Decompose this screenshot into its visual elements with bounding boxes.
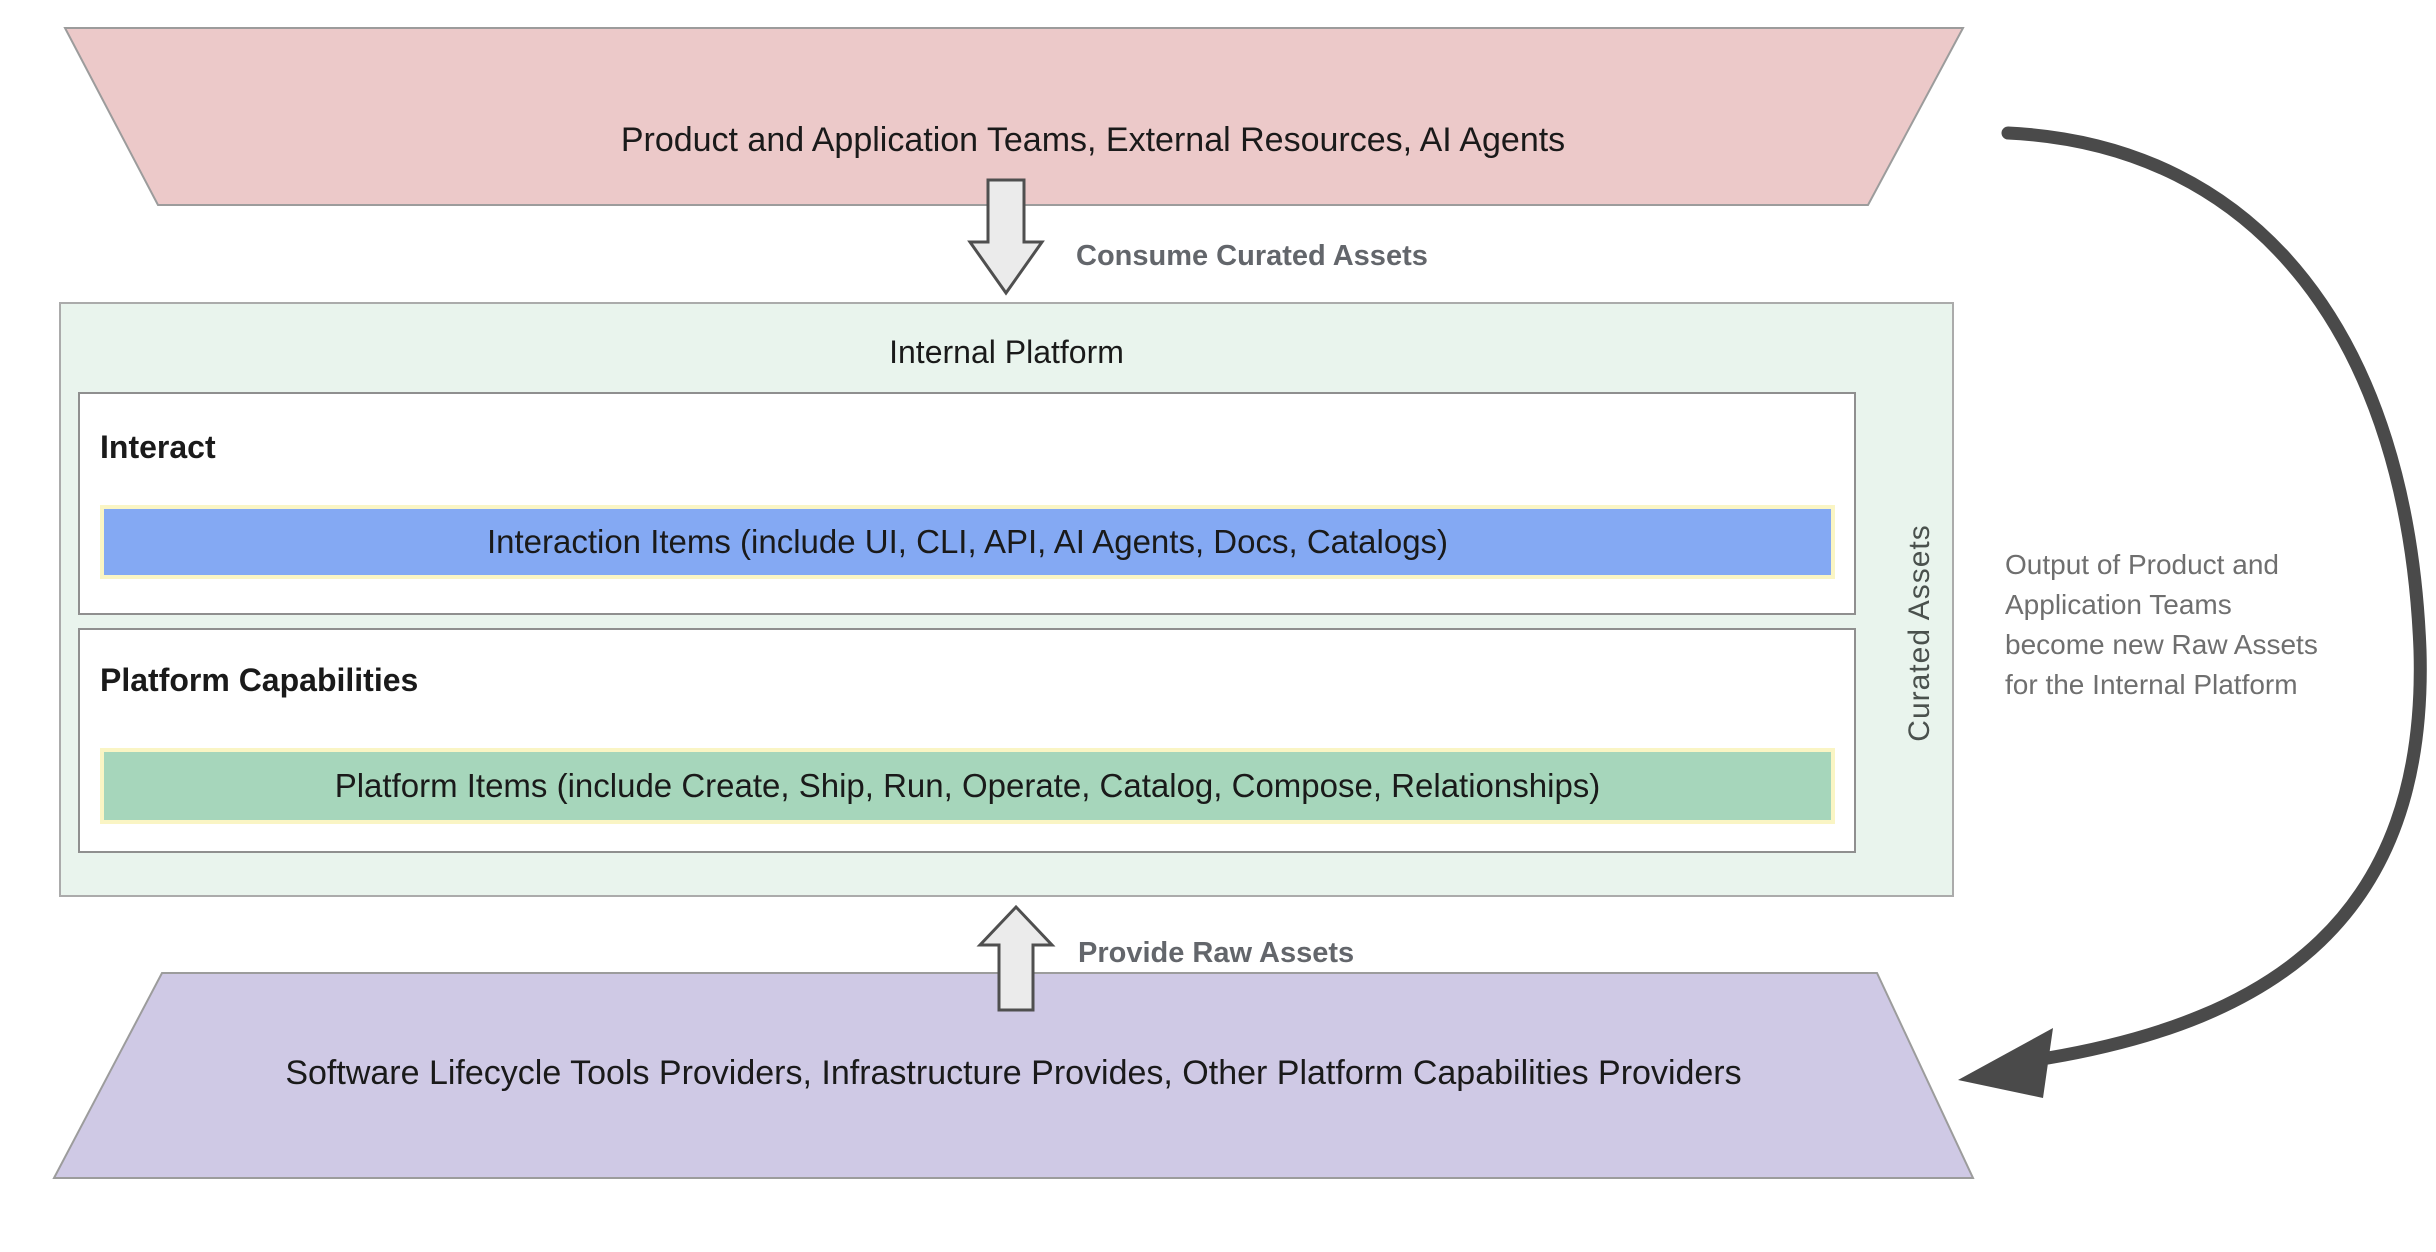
internal-platform-title: Internal Platform bbox=[889, 334, 1124, 370]
consumers-trapezoid-shape bbox=[63, 27, 1965, 206]
interact-section-title: Interact bbox=[100, 429, 216, 465]
interact-section-box bbox=[78, 392, 1856, 615]
feedback-note-line: become new Raw Assets bbox=[2005, 629, 2318, 660]
provide-up-arrow-icon bbox=[976, 904, 1056, 1012]
interaction-items-bar: Interaction Items (include UI, CLI, API,… bbox=[100, 505, 1835, 579]
feedback-note-line: for the Internal Platform bbox=[2005, 669, 2298, 700]
providers-trapezoid-label: Software Lifecycle Tools Providers, Infr… bbox=[285, 1054, 1742, 1092]
consume-arrow-label: Consume Curated Assets bbox=[1076, 240, 1428, 272]
platform-capabilities-section-title: Platform Capabilities bbox=[100, 662, 419, 698]
providers-trapezoid-shape bbox=[52, 972, 1975, 1179]
platform-items-bar: Platform Items (include Create, Ship, Ru… bbox=[100, 748, 1835, 824]
consume-down-arrow-icon bbox=[967, 178, 1045, 296]
curated-assets-vertical-label: Curated Assets bbox=[1903, 524, 1936, 742]
provide-arrow-label: Provide Raw Assets bbox=[1078, 937, 1355, 969]
feedback-note-line: Application Teams bbox=[2005, 589, 2232, 620]
feedback-curve-arrow bbox=[2001, 126, 2427, 1065]
consumers-trapezoid-label: Product and Application Teams, External … bbox=[620, 121, 1566, 159]
feedback-curve-arrowhead-icon bbox=[1958, 1028, 2053, 1098]
feedback-note-line: Output of Product and bbox=[2005, 549, 2279, 580]
feedback-note: Output of Product and Application Teams … bbox=[2005, 545, 2425, 705]
